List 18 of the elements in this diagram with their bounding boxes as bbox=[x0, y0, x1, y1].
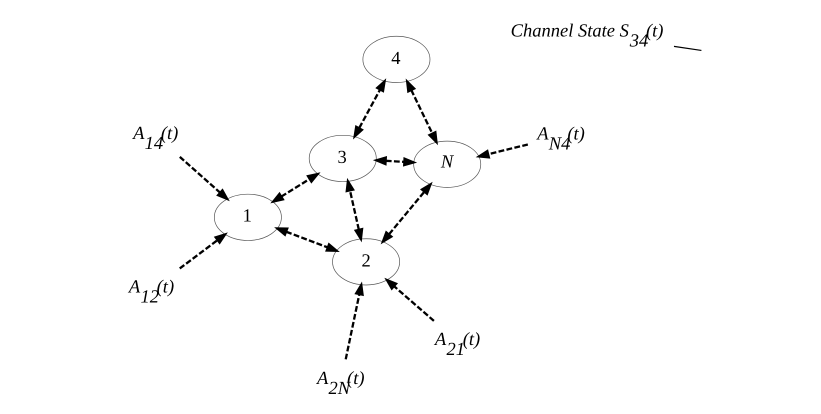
arrow bbox=[270, 172, 320, 204]
arrow bbox=[380, 182, 432, 244]
arrow bbox=[344, 178, 363, 242]
arrow bbox=[274, 227, 340, 252]
arrow bbox=[178, 232, 228, 270]
arrow bbox=[372, 156, 417, 167]
arrow bbox=[178, 156, 230, 202]
arrow bbox=[352, 78, 386, 140]
arrow bbox=[405, 78, 438, 146]
arrow bbox=[384, 278, 434, 322]
node-ellipse: 3 bbox=[308, 134, 376, 182]
arrow bbox=[344, 282, 364, 360]
node-ellipse: N bbox=[412, 140, 481, 188]
node-ellipse: 2 bbox=[332, 238, 400, 286]
arrow bbox=[475, 143, 528, 159]
node-ellipse: 1 bbox=[213, 194, 282, 241]
node-ellipse: 4 bbox=[362, 36, 430, 83]
connector bbox=[673, 46, 701, 52]
